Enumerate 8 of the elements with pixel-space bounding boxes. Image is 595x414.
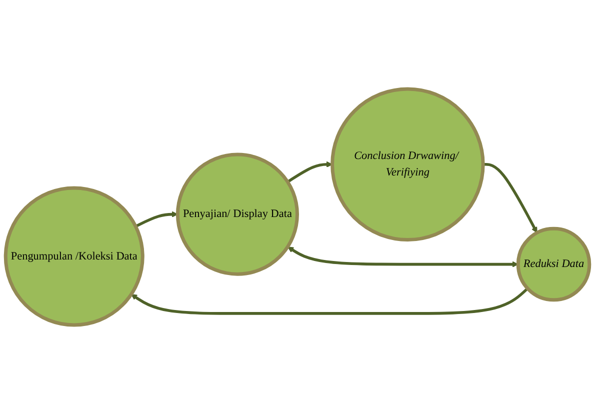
arrow (483, 162, 538, 234)
node-circle: Reduksi Data (516, 226, 592, 302)
arrow (130, 287, 529, 315)
node-circle: Penyajian/ Display Data (176, 152, 299, 276)
arrow (288, 246, 518, 268)
arrow (135, 211, 178, 228)
node-circle: Pengumpulan /Koleksi Data (4, 186, 144, 327)
node-circle: Conclusion Drwawing/ Verifiying (330, 87, 485, 242)
